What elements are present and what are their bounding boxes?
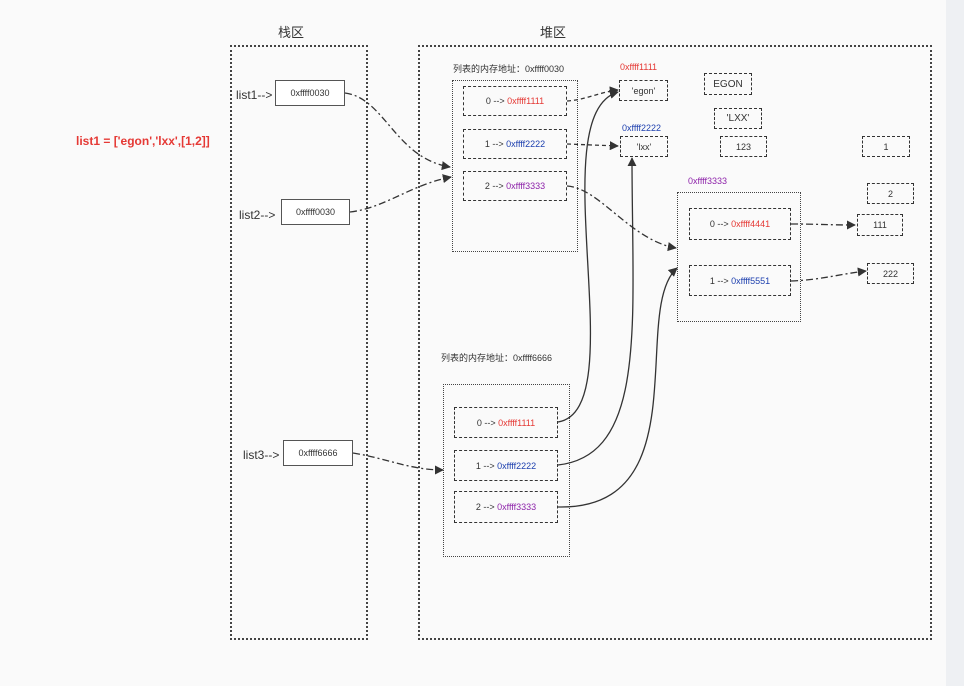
slot-index: 0 --> [485,96,505,106]
scrollbar-track[interactable] [946,0,964,686]
var-list2-addr: 0xffff0030 [281,199,350,225]
slot-addr: 0xffff3333 [497,502,537,512]
value-LXX: 'LXX' [714,108,762,129]
slot-addr: 0xffff3333 [506,181,546,191]
value-lxx: 'lxx' [620,136,668,157]
sublist-slot-1: 1 --> 0xffff5551 [689,265,791,296]
list-a-slot-0: 0 --> 0xffff1111 [463,86,567,116]
slot-index: 0 --> [709,219,729,229]
stack-region [230,45,368,640]
arrow-list2-to-list-a [349,174,452,213]
slot-addr: 0xffff1111 [498,417,536,428]
slot-addr: 0xffff2222 [506,139,546,149]
list-b-slot-2: 2 --> 0xffff3333 [454,491,558,523]
sublist-addr-label: 0xffff3333 [688,176,728,186]
value-EGON: EGON [704,73,752,95]
slot-addr: 0xffff1111 [507,96,545,106]
egon-addr-label: 0xffff1111 [620,62,658,72]
value-222: 222 [867,263,914,284]
arrow-list-a-1-to-lxx [566,141,619,151]
arrow-list-b-0-to-egon [557,89,619,423]
var-list1-label: list1--> [236,88,273,102]
slot-addr: 0xffff2222 [497,460,537,471]
list-b-slot-1: 1 --> 0xffff2222 [454,450,558,481]
value-1: 1 [862,136,910,157]
list-b-slot-0: 0 --> 0xffff1111 [454,407,558,438]
value-111: 111 [857,214,903,236]
arrow-sublist-1-to-222 [790,267,867,282]
list-b-caption: 列表的内存地址：0xffff6666 [441,353,553,363]
arrow-list1-to-list-a [344,92,451,171]
value-egon: 'egon' [619,80,668,101]
list-a-slot-2: 2 --> 0xffff3333 [463,171,567,201]
sublist-box [677,192,801,322]
value-2: 2 [867,183,914,204]
var-list1-addr: 0xffff0030 [275,80,345,106]
var-list3-addr: 0xffff6666 [283,440,353,466]
var-list3-label: list3--> [243,448,280,462]
lxx-addr-label: 0xffff2222 [622,123,662,133]
stack-title: 栈区 [278,25,305,40]
slot-index: 1 --> [709,275,729,286]
list-a-box [452,80,578,252]
slot-addr: 0xffff4441 [731,219,771,229]
heap-region [418,45,932,640]
arrow-list-a-2-to-sublist [566,185,677,252]
list-a-caption: 列表的内存地址：0xffff0030 [453,64,565,74]
arrow-sublist-0-to-111 [790,220,856,230]
sublist-slot-0: 0 --> 0xffff4441 [689,208,791,240]
slot-index: 0 --> [476,417,496,428]
list-a-slot-1: 1 --> 0xffff2222 [463,129,567,159]
slot-index: 1 --> [475,460,495,471]
arrow-list-b-1-to-lxx [557,157,637,466]
slot-addr: 0xffff5551 [731,275,771,286]
heap-title: 堆区 [540,25,567,40]
var-list2-label: list2--> [239,208,276,222]
arrow-list-b-2-to-sublist [557,267,678,508]
slot-index: 2 --> [484,181,504,191]
code-statement: list1 = ['egon','lxx',[1,2]] [76,134,210,148]
value-123: 123 [720,136,767,157]
slot-index: 1 --> [484,139,504,149]
slot-index: 2 --> [475,502,495,512]
arrow-list3-to-list-b [352,452,444,475]
